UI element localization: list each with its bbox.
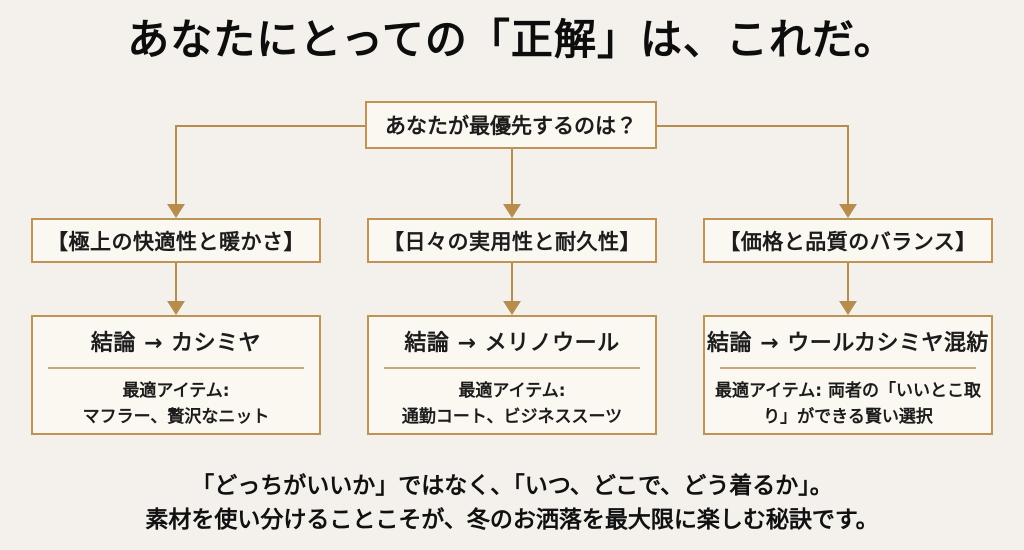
connector-line-center-vertical [511, 263, 513, 302]
conclusion-heading: 結論 → カシミヤ [90, 331, 262, 356]
conclusion-box-cashmere: 結論 → カシミヤ 最適アイテム: マフラー、贅沢なニット [31, 315, 321, 435]
conclusion-heading: 結論 → ウールカシミヤ混紡 [706, 331, 990, 356]
footer-line-2: 素材を使い分けることこそが、冬のお洒落を最大限に楽しむ秘訣です。 [145, 507, 879, 533]
root-question-box: あなたが最優先するのは？ [365, 101, 657, 149]
arrow-down-icon [167, 301, 185, 315]
connector-line-left-horizontal [176, 125, 365, 127]
divider [384, 367, 640, 369]
criterion-box-balance: 【価格と品質のバランス】 [703, 218, 993, 263]
conclusion-box-wool-cashmere-blend: 結論 → ウールカシミヤ混紡 最適アイテム: 両者の「いいとこ取り」ができる賢い… [703, 315, 993, 435]
conclusion-box-merino-wool: 結論 → メリノウール 最適アイテム: 通勤コート、ビジネススーツ [367, 315, 657, 435]
recommended-items: 最適アイテム: 両者の「いいとこ取り」ができる賢い選択 [714, 381, 982, 427]
divider [48, 367, 304, 369]
connector-line-center-vertical [511, 149, 513, 205]
conclusion-heading: 結論 → メリノウール [404, 331, 620, 356]
criterion-box-comfort: 【極上の快適性と暖かさ】 [31, 218, 321, 263]
connector-line-right-horizontal [657, 125, 848, 127]
connector-line-right-vertical [847, 125, 849, 205]
criterion-box-practicality: 【日々の実用性と耐久性】 [367, 218, 657, 263]
recommended-items: 最適アイテム: 通勤コート、ビジネススーツ [401, 381, 623, 427]
connector-line-left-vertical [175, 125, 177, 205]
criterion-text: 【極上の快適性と暖かさ】 [47, 229, 305, 254]
page-title: あなたにとっての「正解」は、これだ。 [127, 15, 897, 64]
recommended-items: 最適アイテム: マフラー、贅沢なニット [82, 381, 270, 427]
arrow-down-icon [503, 204, 521, 218]
arrow-down-icon [503, 301, 521, 315]
arrow-down-icon [167, 204, 185, 218]
footer-line-1: 「どっちがいいか」ではなく、「いつ、どこで、どう着るか」。 [191, 473, 833, 499]
connector-line-right-vertical [847, 263, 849, 302]
criterion-text: 【価格と品質のバランス】 [719, 229, 977, 254]
connector-line-left-vertical [175, 263, 177, 302]
arrow-down-icon [839, 204, 857, 218]
root-question-text: あなたが最優先するのは？ [385, 114, 637, 138]
divider [720, 367, 976, 369]
arrow-down-icon [839, 301, 857, 315]
criterion-text: 【日々の実用性と耐久性】 [383, 229, 641, 254]
